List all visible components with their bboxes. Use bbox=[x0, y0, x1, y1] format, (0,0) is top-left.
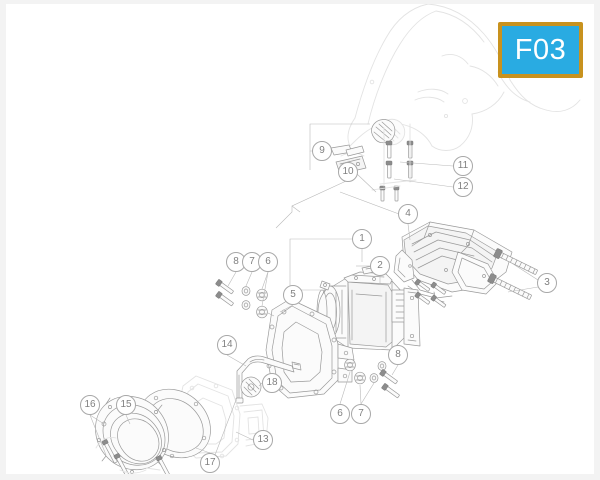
callout-12[interactable]: 12 bbox=[453, 177, 473, 197]
throttle-body-screws bbox=[414, 278, 447, 308]
callout-number: 7 bbox=[249, 256, 255, 267]
callout-number: 4 bbox=[405, 208, 411, 219]
callout-number: 16 bbox=[84, 399, 96, 410]
part-4-intake-manifold bbox=[393, 221, 513, 303]
callout-3[interactable]: 3 bbox=[537, 273, 557, 293]
callout-number: 12 bbox=[457, 181, 469, 192]
callout-9[interactable]: 9 bbox=[312, 141, 332, 161]
callout-number: 14 bbox=[221, 339, 233, 350]
callout-2[interactable]: 2 bbox=[370, 256, 390, 276]
callout-number: 2 bbox=[377, 260, 383, 271]
callout-number: 17 bbox=[204, 457, 216, 468]
callout-number: 18 bbox=[266, 377, 278, 388]
part-15-flange-ring bbox=[95, 396, 169, 474]
parts-6-7-8-lower-fasteners bbox=[344, 358, 400, 399]
callout-15[interactable]: 15 bbox=[116, 395, 136, 415]
callout-18[interactable]: 18 bbox=[262, 373, 282, 393]
callout-number: 10 bbox=[342, 166, 354, 177]
callout-6b[interactable]: 6 bbox=[330, 404, 350, 424]
callout-13[interactable]: 13 bbox=[253, 430, 273, 450]
callout-number: 8 bbox=[233, 256, 239, 267]
callout-8b[interactable]: 8 bbox=[388, 345, 408, 365]
callout-number: 15 bbox=[120, 399, 132, 410]
callout-number: 6 bbox=[337, 408, 343, 419]
part-5-intake-flange bbox=[265, 298, 355, 399]
callout-number: 8 bbox=[395, 349, 401, 360]
callout-7b[interactable]: 7 bbox=[351, 404, 371, 424]
callout-16[interactable]: 16 bbox=[80, 395, 100, 415]
callout-number: 1 bbox=[359, 233, 365, 244]
callout-4[interactable]: 4 bbox=[398, 204, 418, 224]
callout-number: 13 bbox=[257, 434, 269, 445]
parts-6-7-8-upper-fasteners bbox=[215, 279, 275, 319]
callout-1[interactable]: 1 bbox=[352, 229, 372, 249]
callout-number: 11 bbox=[457, 160, 469, 171]
callout-14[interactable]: 14 bbox=[217, 335, 237, 355]
callout-number: 6 bbox=[265, 256, 271, 267]
callout-11[interactable]: 11 bbox=[453, 156, 473, 176]
callout-number: 9 bbox=[319, 145, 325, 156]
part-18-cap-bolt bbox=[240, 376, 262, 398]
callout-17[interactable]: 17 bbox=[200, 453, 220, 473]
section-badge: F03 bbox=[498, 22, 583, 78]
callout-5[interactable]: 5 bbox=[283, 285, 303, 305]
ghost-engine-context bbox=[95, 437, 161, 474]
part-3-long-bolts bbox=[487, 248, 538, 300]
callout-10[interactable]: 10 bbox=[338, 162, 358, 182]
callout-number: 3 bbox=[544, 277, 550, 288]
callout-number: 5 bbox=[290, 289, 296, 300]
callout-number: 7 bbox=[358, 408, 364, 419]
callout-6a[interactable]: 6 bbox=[258, 252, 278, 272]
section-badge-label: F03 bbox=[514, 33, 567, 66]
part-14-breather-tube bbox=[235, 355, 302, 404]
